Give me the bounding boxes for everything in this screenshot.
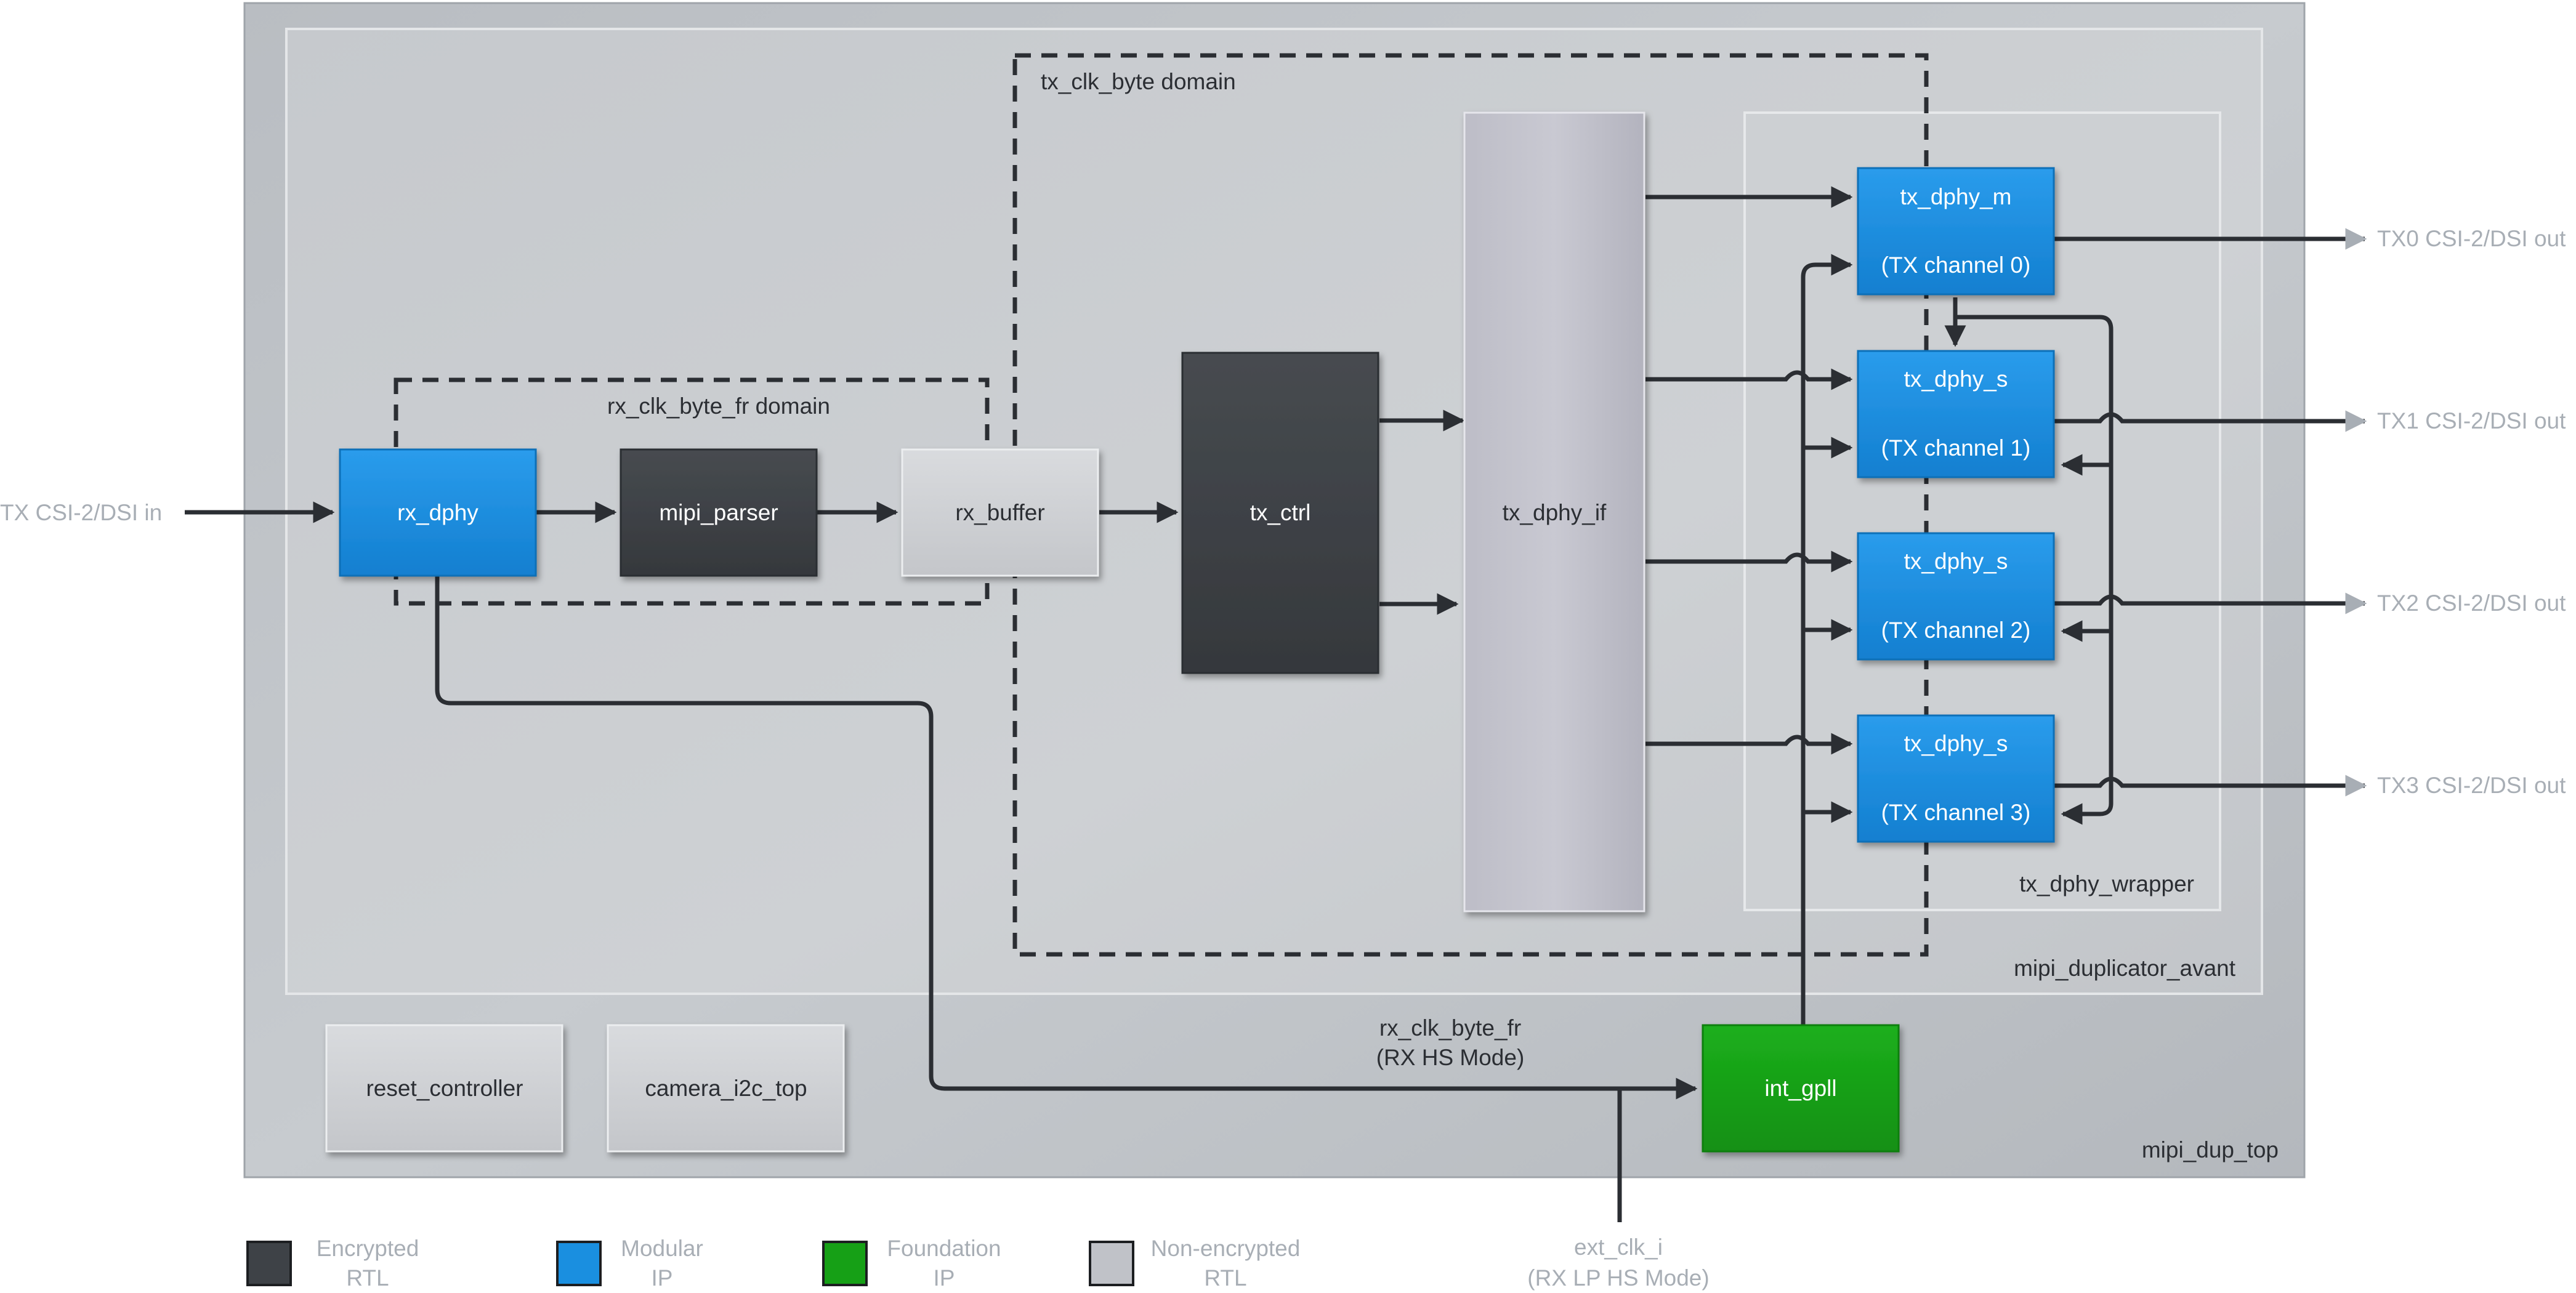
port-label-input: TX CSI-2/DSI in	[0, 500, 162, 525]
wire-rxclk-gpll	[435, 576, 1698, 1100]
legend-swatch-encrypted	[246, 1241, 292, 1286]
block-sublabel-tx-channel-3: (TX channel 3)	[1881, 800, 2031, 825]
domain-label-tx: tx_clk_byte domain	[1041, 69, 1236, 94]
domain-label-rx: rx_clk_byte_fr domain	[607, 393, 830, 419]
block-sublabel-tx-channel-0: (TX channel 0)	[1881, 252, 2031, 278]
ext-clk-label-2: (RX LP HS Mode)	[1527, 1265, 1709, 1291]
port-label-out0: TX0 CSI-2/DSI out	[2377, 226, 2566, 251]
block-sublabel-tx-channel-1: (TX channel 1)	[1881, 435, 2031, 461]
legend-label-foundation-1: Foundation	[887, 1236, 1001, 1261]
wire-gpll-tx0	[1801, 254, 1853, 1025]
block-label-tx-dphy-s-2: tx_dphy_s	[1904, 549, 2008, 574]
block-mipi-parser	[620, 448, 818, 577]
wire-if-tx2	[1645, 550, 1853, 573]
block-int-gpll	[1702, 1024, 1900, 1153]
wire-out1	[2054, 410, 2367, 432]
wire-if-tx1	[1645, 368, 1853, 390]
block-label-tx-ctrl: tx_ctrl	[1250, 500, 1311, 525]
legend-label-encrypted-2: RTL	[346, 1265, 389, 1291]
block-label-rx-buffer: rx_buffer	[955, 500, 1044, 525]
rx-clk-label-2: (RX HS Mode)	[1376, 1045, 1525, 1070]
legend-item-non-encrypted: Non-encrypted RTL	[1089, 1236, 1301, 1291]
block-sublabel-tx-channel-2: (TX channel 2)	[1881, 618, 2031, 643]
legend-label-non-encrypted-1: Non-encrypted	[1151, 1236, 1301, 1261]
container-label-avant: mipi_duplicator_avant	[2014, 956, 2236, 981]
block-camera-i2c-top	[607, 1024, 845, 1153]
block-tx-dphy-s-2	[1857, 532, 2055, 661]
legend-item-encrypted: Encrypted RTL	[246, 1236, 419, 1291]
legend-label-modular-2: IP	[652, 1265, 673, 1291]
legend-label-encrypted-1: Encrypted	[317, 1236, 419, 1261]
block-label-tx-dphy-s-3: tx_dphy_s	[1904, 731, 2008, 756]
container-label-wrapper: tx_dphy_wrapper	[2019, 871, 2194, 896]
wire-tx0-bus	[1955, 315, 2114, 816]
legend: Encrypted RTL Modular IP Foundation IP N…	[246, 1236, 1301, 1291]
block-tx-dphy-m	[1857, 167, 2055, 296]
legend-swatch-non-encrypted	[1089, 1241, 1134, 1286]
legend-swatch-modular	[556, 1241, 602, 1286]
legend-item-modular: Modular IP	[556, 1236, 703, 1291]
block-tx-dphy-s-3	[1857, 714, 2055, 843]
domain-rx-clk-byte-fr: rx_clk_byte_fr domain	[394, 377, 990, 606]
wire-out2	[2054, 592, 2367, 614]
block-tx-dphy-s-1	[1857, 350, 2055, 478]
block-label-tx-dphy-m: tx_dphy_m	[1900, 184, 2012, 209]
block-label-tx-dphy-s-1: tx_dphy_s	[1904, 366, 2008, 392]
legend-label-non-encrypted-2: RTL	[1204, 1265, 1246, 1291]
wire-if-tx3	[1645, 733, 1853, 755]
ext-clk-label-1: ext_clk_i	[1574, 1235, 1663, 1260]
block-rx-buffer	[901, 448, 1099, 577]
container-label-top: mipi_dup_top	[2142, 1137, 2279, 1162]
legend-item-foundation: Foundation IP	[822, 1236, 1001, 1291]
rx-clk-label-1: rx_clk_byte_fr	[1379, 1015, 1521, 1041]
external-ports: TX CSI-2/DSI in TX0 CSI-2/DSI out TX1 CS…	[0, 226, 2566, 1291]
block-label-rx-dphy: rx_dphy	[397, 500, 478, 525]
legend-swatch-foundation	[822, 1241, 868, 1286]
legend-label-modular-1: Modular	[621, 1236, 703, 1261]
block-rx-dphy	[339, 448, 537, 577]
block-label-int-gpll: int_gpll	[1764, 1076, 1836, 1101]
port-label-out3: TX3 CSI-2/DSI out	[2377, 773, 2566, 798]
port-label-out1: TX1 CSI-2/DSI out	[2377, 408, 2566, 433]
wire-out3	[2054, 775, 2367, 797]
block-tx-dphy-if	[1463, 111, 1645, 912]
wires	[185, 186, 2367, 1222]
block-label-mipi-parser: mipi_parser	[659, 500, 778, 525]
block-label-camera-i2c-top: camera_i2c_top	[645, 1076, 807, 1101]
port-label-out2: TX2 CSI-2/DSI out	[2377, 590, 2566, 616]
legend-label-foundation-2: IP	[934, 1265, 955, 1291]
block-label-reset-controller: reset_controller	[366, 1076, 523, 1101]
block-tx-ctrl	[1181, 352, 1379, 674]
block-label-tx-dphy-if: tx_dphy_if	[1503, 500, 1607, 525]
domain-tx-clk-byte: tx_clk_byte domain	[1012, 53, 1929, 957]
block-reset-controller	[325, 1024, 563, 1153]
